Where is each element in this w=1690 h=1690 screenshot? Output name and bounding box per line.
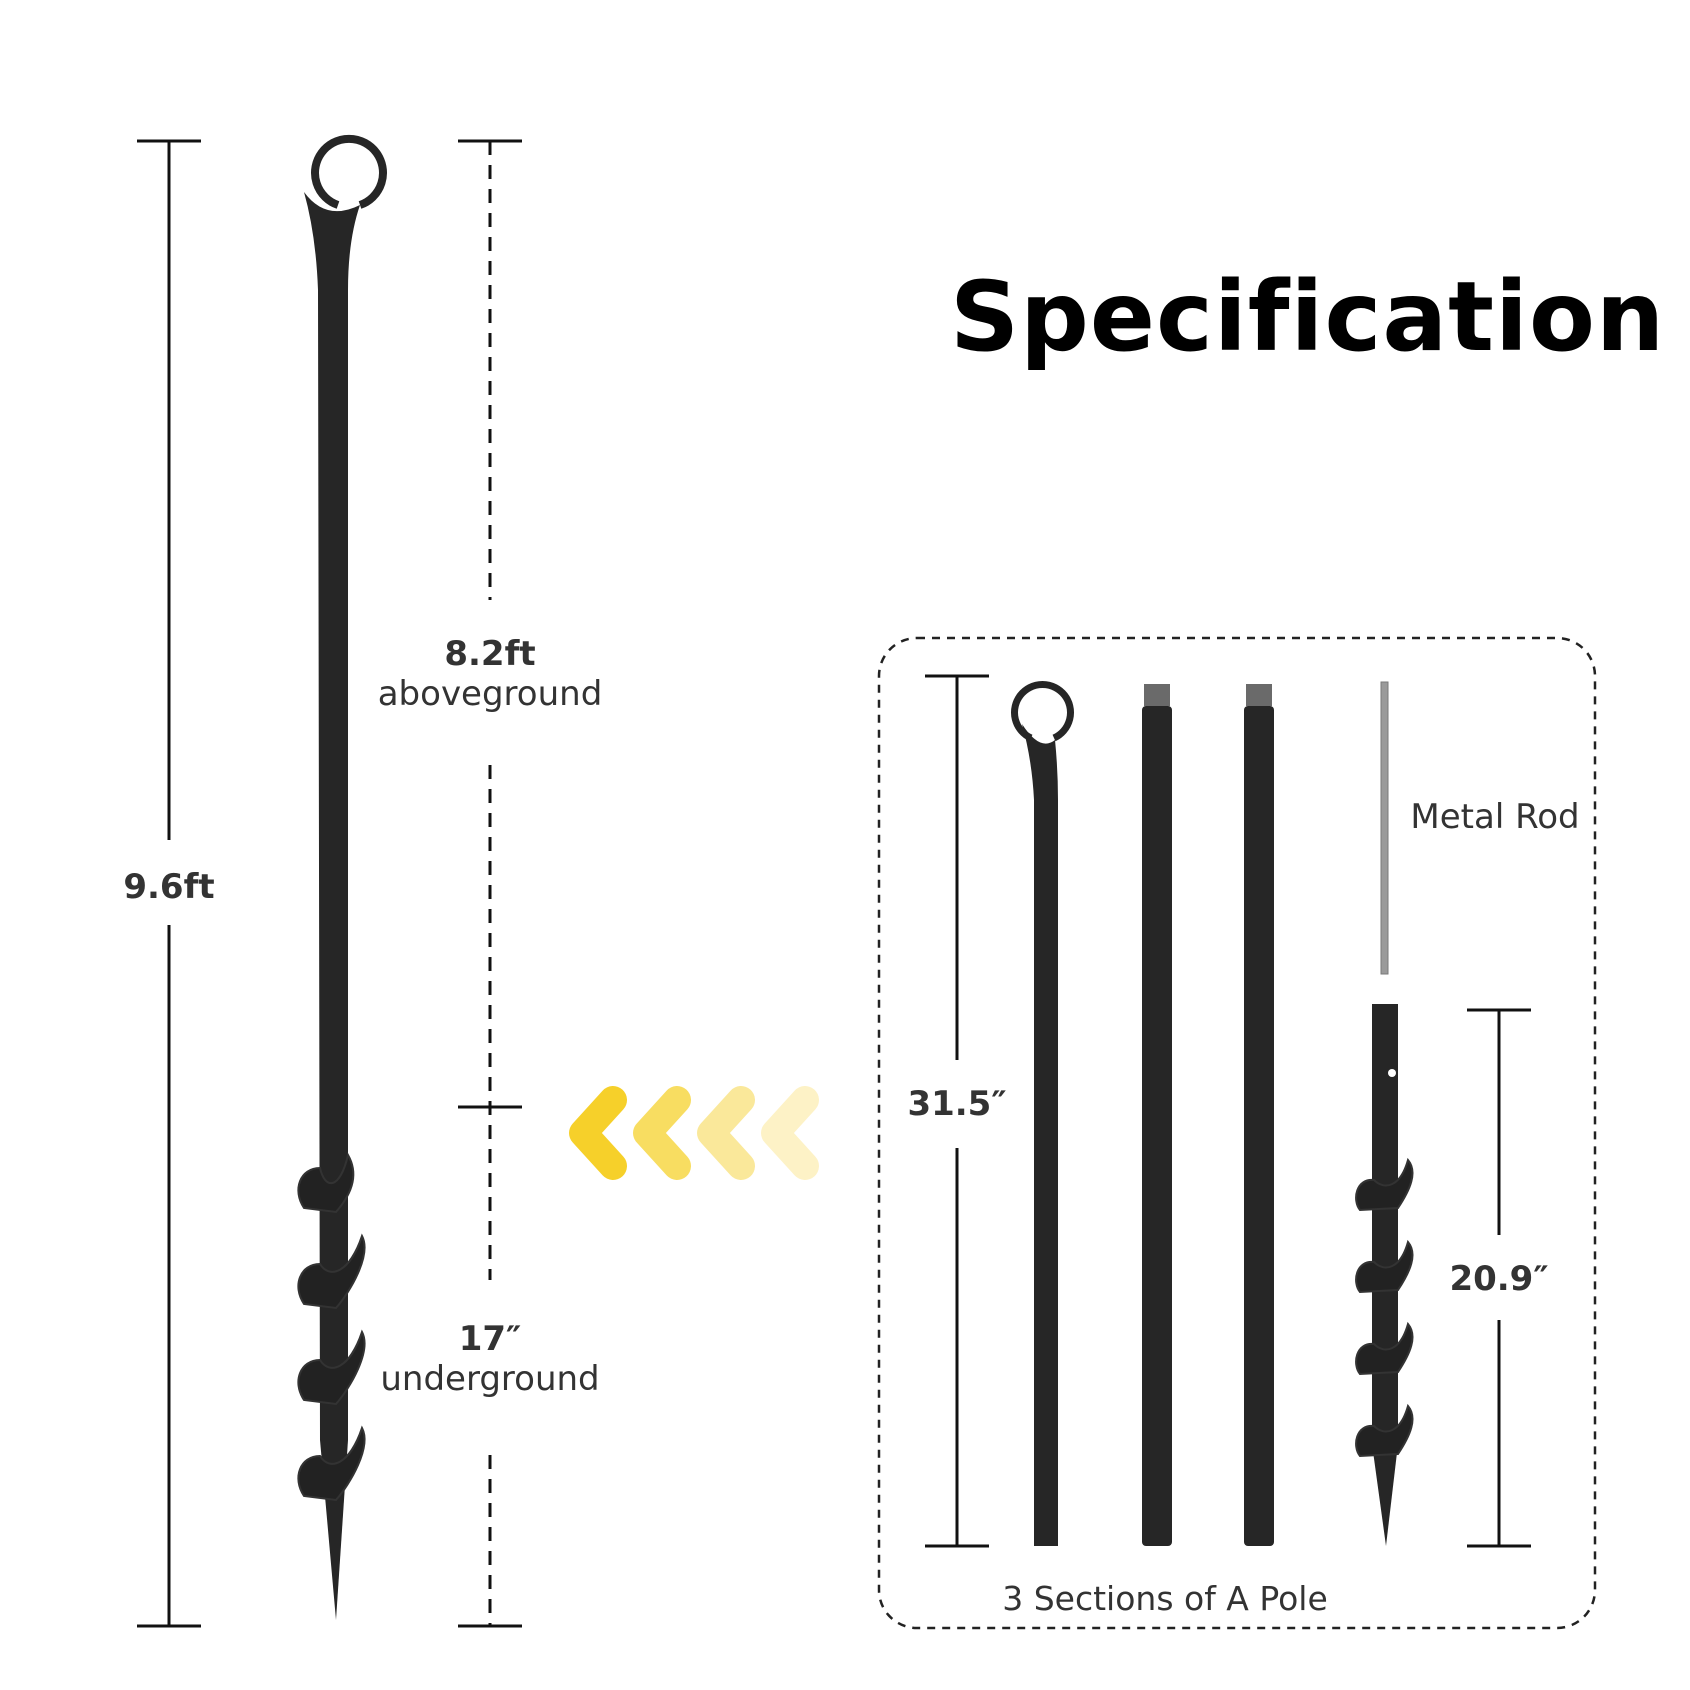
- underground-value: 17″: [458, 1319, 522, 1359]
- auger-screw: [297, 1152, 366, 1502]
- anchor-length-dimension: [1467, 1008, 1531, 1548]
- aboveground-value: 8.2ft: [444, 634, 536, 674]
- section-length-label: 31.5″: [907, 1084, 1007, 1124]
- metal-rod: [1380, 681, 1389, 975]
- aboveground-label: aboveground: [377, 674, 603, 714]
- direction-chevrons: [569, 1086, 819, 1180]
- aboveground-underground-dimension: [458, 139, 522, 1628]
- assembled-pole: [297, 134, 387, 1620]
- metal-rod-label: Metal Rod: [1410, 797, 1580, 837]
- total-height-label: 9.6ft: [123, 867, 215, 907]
- ground-anchor-part: [1355, 1004, 1414, 1546]
- section-length-dimension: [925, 674, 989, 1548]
- anchor-length-label: 20.9″: [1449, 1259, 1549, 1299]
- underground-label: underground: [380, 1359, 600, 1399]
- sections-caption: 3 Sections of A Pole: [1002, 1579, 1328, 1618]
- total-height-dimension: [137, 139, 201, 1628]
- pole-section-hook: [1011, 681, 1074, 1546]
- pole-section-middle-2: [1244, 684, 1274, 1546]
- page-title: Specification: [950, 261, 1666, 373]
- parts-box: [877, 636, 1597, 1630]
- pole-section-middle-1: [1142, 684, 1172, 1546]
